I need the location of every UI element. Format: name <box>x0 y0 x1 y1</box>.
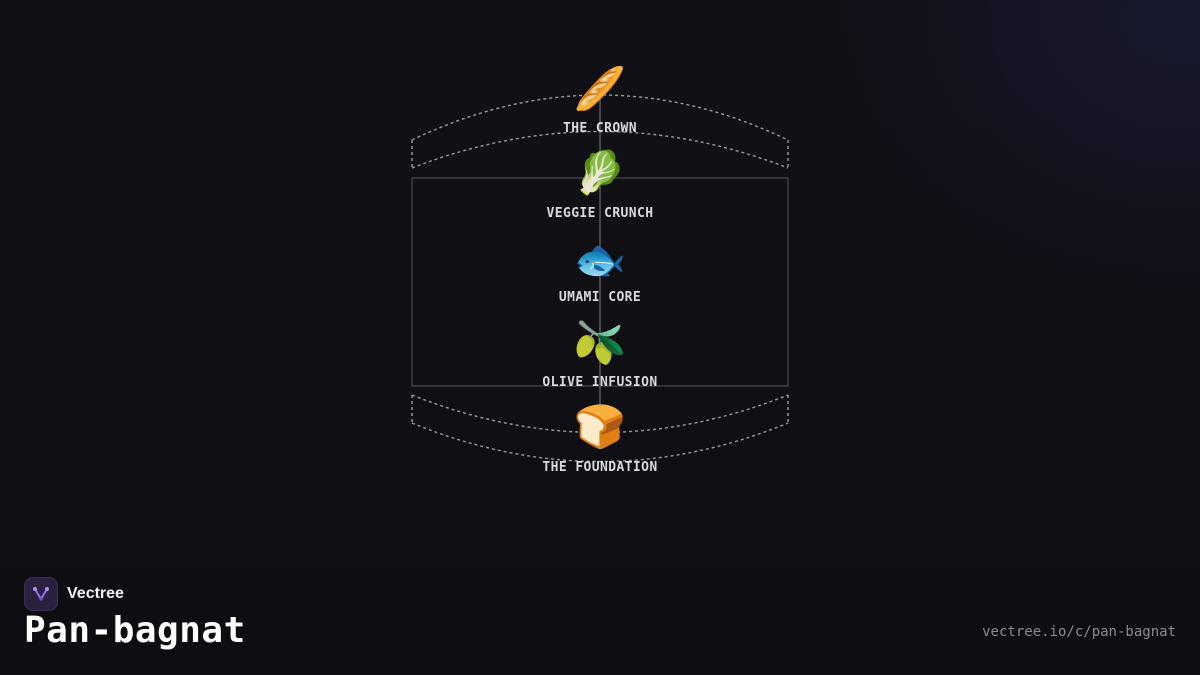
bread-icon: 🍞 <box>573 402 627 451</box>
brand-name: Vectree <box>67 585 124 602</box>
page-title: Pan-bagnat <box>24 610 246 651</box>
page-url[interactable]: vectree.io/c/pan-bagnat <box>982 624 1176 640</box>
layer-label-crown: THE CROWN <box>562 121 638 136</box>
olive-icon: 🫒 <box>573 318 627 367</box>
top-bun-outline <box>411 94 789 169</box>
layer-label-foundation: THE FOUNDATION <box>542 460 658 475</box>
leafy-green-icon: 🥬 <box>573 148 627 197</box>
layer-label-veggie-crunch: VEGGIE CRUNCH <box>546 206 654 221</box>
baguette-icon: 🥖 <box>573 64 627 113</box>
filling-box-outline <box>411 177 789 387</box>
vectree-logo-icon <box>24 577 58 611</box>
brand: Vectree <box>24 577 124 611</box>
fish-icon: 🐟 <box>573 235 627 284</box>
layer-label-olive-infusion: OLIVE INFUSION <box>542 375 658 390</box>
layer-label-umami-core: UMAMI CORE <box>558 290 642 305</box>
bottom-bun-outline <box>411 394 789 463</box>
